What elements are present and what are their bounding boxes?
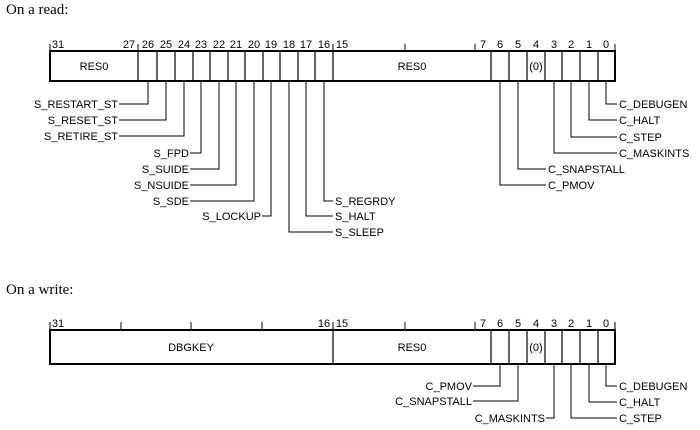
write-field-dividers bbox=[332, 330, 599, 364]
read-label-c-step: C_STEP bbox=[619, 132, 662, 144]
write-label-c-pmov: C_PMOV bbox=[426, 381, 473, 393]
write-bit-number: 1 bbox=[586, 318, 592, 330]
read-label-s-suide: S_SUIDE bbox=[142, 164, 189, 176]
write-bit-number: 7 bbox=[480, 318, 486, 330]
write-label-c-snapstall: C_SNAPSTALL bbox=[395, 396, 472, 408]
read-bit-number: 25 bbox=[160, 39, 172, 51]
write-field-res0: RES0 bbox=[398, 342, 427, 354]
read-bit-number: 3 bbox=[551, 39, 557, 51]
write-label-c-halt: C_HALT bbox=[619, 397, 661, 409]
read-field-res0-high: RES0 bbox=[80, 61, 109, 73]
read-label-c-halt: C_HALT bbox=[619, 115, 661, 127]
read-label-c-snapstall: C_SNAPSTALL bbox=[548, 164, 625, 176]
write-heading: On a write: bbox=[6, 282, 73, 298]
read-bit-number: 20 bbox=[248, 39, 260, 51]
read-bit-numbers: 31 27 26 25 24 23 22 21 20 19 18 17 16 1… bbox=[52, 39, 609, 51]
read-field-bit4-reserved: (0) bbox=[529, 61, 542, 73]
read-label-s-lockup: S_LOCKUP bbox=[202, 211, 261, 223]
read-label-s-fpd: S_FPD bbox=[154, 148, 190, 160]
read-label-c-debugen: C_DEBUGEN bbox=[619, 99, 688, 111]
write-bit-number: 16 bbox=[318, 318, 330, 330]
read-bit-number: 19 bbox=[265, 39, 277, 51]
write-label-c-debugen: C_DEBUGEN bbox=[619, 381, 688, 393]
read-bit-number: 24 bbox=[178, 39, 190, 51]
read-bit-number: 26 bbox=[142, 39, 154, 51]
write-field-dbgkey: DBGKEY bbox=[168, 342, 215, 354]
read-label-s-restart-st: S_RESTART_ST bbox=[34, 99, 118, 111]
read-label-s-halt: S_HALT bbox=[335, 211, 376, 223]
write-bit-number: 31 bbox=[52, 318, 64, 330]
read-leaders-right bbox=[288, 81, 333, 233]
read-bit-number: 15 bbox=[336, 39, 348, 51]
write-bit-number: 15 bbox=[336, 318, 348, 330]
read-label-c-pmov: C_PMOV bbox=[548, 180, 595, 192]
read-bit-number: 6 bbox=[497, 39, 503, 51]
read-bit-number: 17 bbox=[300, 39, 312, 51]
read-bit-number: 16 bbox=[318, 39, 330, 51]
write-label-c-maskints: C_MASKINTS bbox=[475, 413, 545, 425]
read-bit-number: 31 bbox=[52, 39, 64, 51]
read-label-s-sde: S_SDE bbox=[153, 196, 189, 208]
read-field-dividers bbox=[137, 51, 599, 81]
read-leaders-c bbox=[499, 81, 617, 186]
write-bit-number: 2 bbox=[568, 318, 574, 330]
write-bit-ruler bbox=[49, 322, 616, 330]
read-leaders-left bbox=[119, 81, 272, 217]
write-label-c-step: C_STEP bbox=[619, 413, 662, 425]
read-bit-number: 22 bbox=[213, 39, 225, 51]
read-bit-number: 27 bbox=[123, 39, 135, 51]
read-bit-number: 1 bbox=[586, 39, 592, 51]
read-label-s-retire-st: S_RETIRE_ST bbox=[44, 131, 118, 143]
write-bit-number: 6 bbox=[497, 318, 503, 330]
write-bit-number: 5 bbox=[515, 318, 521, 330]
write-bit-number: 3 bbox=[551, 318, 557, 330]
write-bit-number: 4 bbox=[533, 318, 539, 330]
read-label-c-maskints: C_MASKINTS bbox=[619, 148, 689, 160]
read-bit-number: 23 bbox=[195, 39, 207, 51]
read-label-s-reset-st: S_RESET_ST bbox=[48, 115, 119, 127]
read-label-s-regrdy: S_REGRDY bbox=[335, 196, 396, 208]
read-bit-number: 7 bbox=[480, 39, 486, 51]
write-leaders bbox=[473, 364, 617, 419]
read-bit-number: 0 bbox=[603, 39, 609, 51]
read-bit-ruler bbox=[49, 44, 616, 51]
write-bit-number: 0 bbox=[603, 318, 609, 330]
read-label-s-nsuide: S_NSUIDE bbox=[134, 180, 189, 192]
read-field-res0-low: RES0 bbox=[398, 61, 427, 73]
write-bit-numbers: 31 16 15 7 6 5 4 3 2 1 0 bbox=[52, 318, 609, 330]
write-field-bit4-reserved: (0) bbox=[529, 342, 542, 354]
read-heading: On a read: bbox=[6, 2, 68, 18]
read-bit-number: 21 bbox=[230, 39, 242, 51]
read-bit-number: 18 bbox=[283, 39, 295, 51]
read-bit-number: 5 bbox=[515, 39, 521, 51]
read-bit-number: 2 bbox=[568, 39, 574, 51]
read-label-s-sleep: S_SLEEP bbox=[335, 227, 384, 239]
read-bit-number: 4 bbox=[533, 39, 539, 51]
